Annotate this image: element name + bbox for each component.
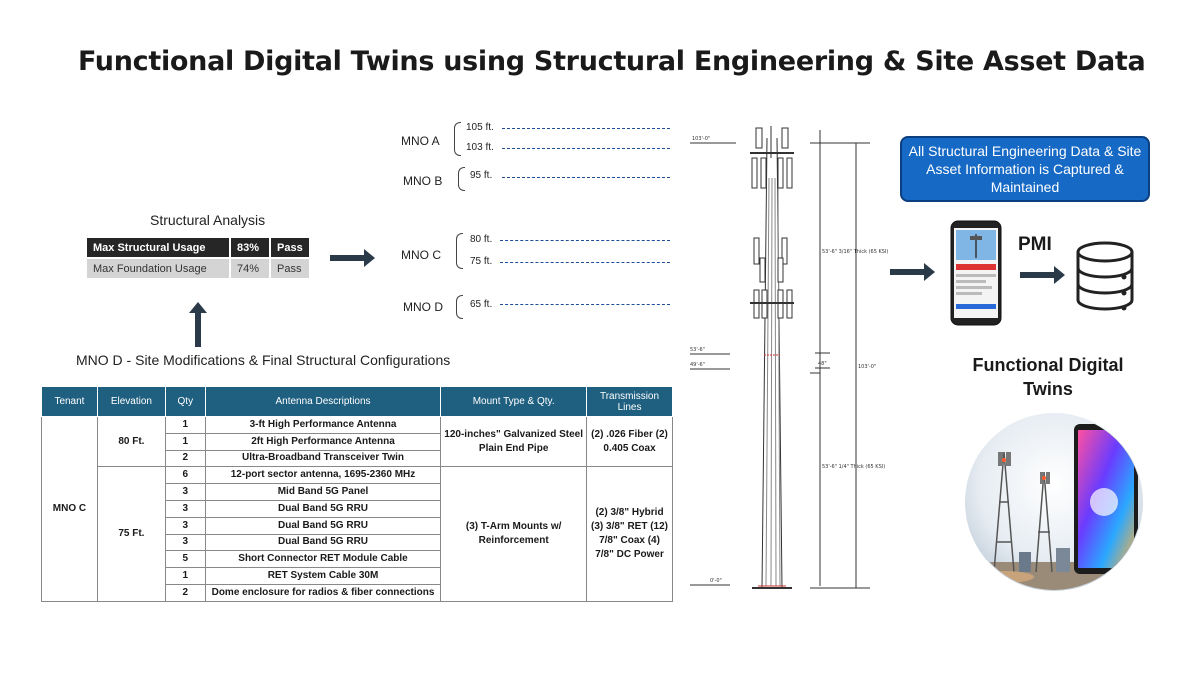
modifications-label: MNO D - Site Modifications & Final Struc… [76, 352, 451, 368]
database-icon [1076, 241, 1134, 311]
desc-cell: 12-port sector antenna, 1695-2360 MHz [204, 466, 442, 485]
foundation-usage-row: Max Foundation Usage 74% Pass [87, 259, 309, 278]
lines-cell: (2) .026 Fiber (2) 0.405 Coax [586, 415, 673, 468]
tower-label: 103'-0" [858, 364, 876, 370]
row-value: 83% [231, 238, 269, 257]
pmi-label: PMI [1018, 234, 1052, 255]
arrow-right-icon [890, 263, 935, 281]
elevation-line [502, 128, 670, 129]
elevation-line [502, 148, 670, 149]
desc-cell: RET System Cable 30M [204, 567, 442, 585]
brace-icon [456, 295, 463, 319]
height-label: 80 ft. [470, 234, 493, 245]
header-qty: Qty [164, 386, 206, 417]
structural-analysis-table: Max Structural Usage 83% Pass Max Founda… [85, 236, 311, 280]
qty-cell: 3 [164, 516, 206, 535]
mno-a-label: MNO A [401, 134, 440, 148]
desc-cell: 3-ft High Performance Antenna [204, 416, 442, 434]
row-status: Pass [271, 238, 309, 257]
table-row: MNO C 80 Ft. 1 3-ft High Performance Ant… [41, 415, 673, 602]
brace-icon [454, 122, 461, 156]
row-label: Max Structural Usage [87, 238, 229, 257]
qty-cell: 6 [164, 466, 206, 485]
desc-cell: Dome enclosure for radios & fiber connec… [204, 583, 442, 602]
qty-cell: 2 [164, 583, 206, 602]
qty-cell: 1 [164, 567, 206, 585]
table-row: 1 RET System Cable 30M [42, 567, 673, 585]
digital-twins-label: Functional Digital Twins [972, 355, 1124, 399]
desc-cell: 2ft High Performance Antenna [204, 432, 442, 451]
elevation-line [502, 177, 670, 178]
qty-cell: 2 [164, 449, 206, 468]
tower-drawing: 103'-0" 53'-6" 49'-6" 48" 0'-0" 103'-0" … [690, 126, 888, 589]
structural-analysis-title: Structural Analysis [150, 212, 266, 228]
header-mount: Mount Type & Qty. [440, 386, 588, 417]
brace-icon [458, 167, 465, 191]
table-row: 2 Dome enclosure for radios & fiber conn… [42, 583, 673, 602]
qty-cell: 1 [164, 432, 206, 451]
mno-d-label: MNO D [403, 300, 443, 314]
table-row: 2 Ultra-Broadband Transceiver Twin [42, 449, 673, 468]
qty-cell: 3 [164, 483, 206, 501]
mount-cell: (3) T-Arm Mounts w/ Reinforcement [440, 466, 588, 602]
qty-cell: 1 [164, 416, 206, 434]
tower-label: 53'-6" [690, 347, 705, 353]
height-label: 105 ft. [466, 122, 494, 133]
qty-cell: 5 [164, 550, 206, 569]
height-label: 95 ft. [470, 170, 493, 181]
antenna-table: Tenant Elevation Qty Antenna Description… [41, 386, 673, 602]
tower-label: 103'-0" [692, 136, 710, 142]
digital-twin-illustration [965, 413, 1143, 591]
desc-cell: Dual Band 5G RRU [204, 499, 442, 518]
mno-c-label: MNO C [401, 248, 441, 262]
phone-icon [950, 220, 1002, 326]
table-header: Tenant Elevation Qty Antenna Description… [41, 386, 673, 417]
tower-label: 53'-6" 1/4" Thick (65 KSI) [822, 464, 885, 470]
lines-cell: (2) 3/8" Hybrid (3) 3/8" RET (12) 7/8" C… [586, 466, 673, 602]
qty-cell: 3 [164, 533, 206, 552]
tower-label: 48" [818, 361, 827, 367]
mount-cell: 120-inches" Galvanized Steel Plain End P… [440, 415, 588, 468]
arrow-up-icon [189, 302, 207, 347]
table-row: 75 Ft. 6 12-port sector antenna, 1695-23… [42, 466, 673, 602]
height-label: 65 ft. [470, 299, 493, 310]
elevation-cell: 80 Ft. [96, 415, 166, 468]
elevation-line [500, 262, 670, 263]
arrow-right-icon [1020, 266, 1065, 284]
desc-cell: Ultra-Broadband Transceiver Twin [204, 449, 442, 468]
tenant-cell: MNO C [41, 416, 98, 602]
desc-cell: Dual Band 5G RRU [204, 533, 442, 552]
row-label: Max Foundation Usage [87, 259, 229, 278]
row-value: 74% [231, 259, 269, 278]
page-title: Functional Digital Twins using Structura… [78, 46, 1146, 77]
header-lines: Transmission Lines [586, 386, 673, 417]
tower-label: 0'-0" [710, 578, 722, 584]
brace-icon [456, 233, 463, 269]
elevation-line [500, 304, 670, 305]
header-elevation: Elevation [96, 386, 166, 417]
mno-b-label: MNO B [403, 174, 443, 188]
info-box: All Structural Engineering Data & Site A… [900, 136, 1150, 202]
header-tenant: Tenant [41, 386, 98, 417]
tower-label: 53'-6" 3/16" Thick (65 KSI) [822, 249, 888, 255]
elevation-line [500, 240, 670, 241]
header-antenna: Antenna Descriptions [204, 386, 442, 417]
tower-label: 49'-6" [690, 362, 705, 368]
row-status: Pass [271, 259, 309, 278]
qty-cell: 3 [164, 499, 206, 518]
elevation-cell: 75 Ft. [96, 466, 166, 602]
height-label: 75 ft. [470, 256, 493, 267]
arrow-right-icon [330, 249, 375, 267]
desc-cell: Dual Band 5G RRU [204, 516, 442, 535]
desc-cell: Mid Band 5G Panel [204, 483, 442, 501]
desc-cell: Short Connector RET Module Cable [204, 550, 442, 569]
structural-usage-row: Max Structural Usage 83% Pass [87, 238, 309, 257]
height-label: 103 ft. [466, 142, 494, 153]
